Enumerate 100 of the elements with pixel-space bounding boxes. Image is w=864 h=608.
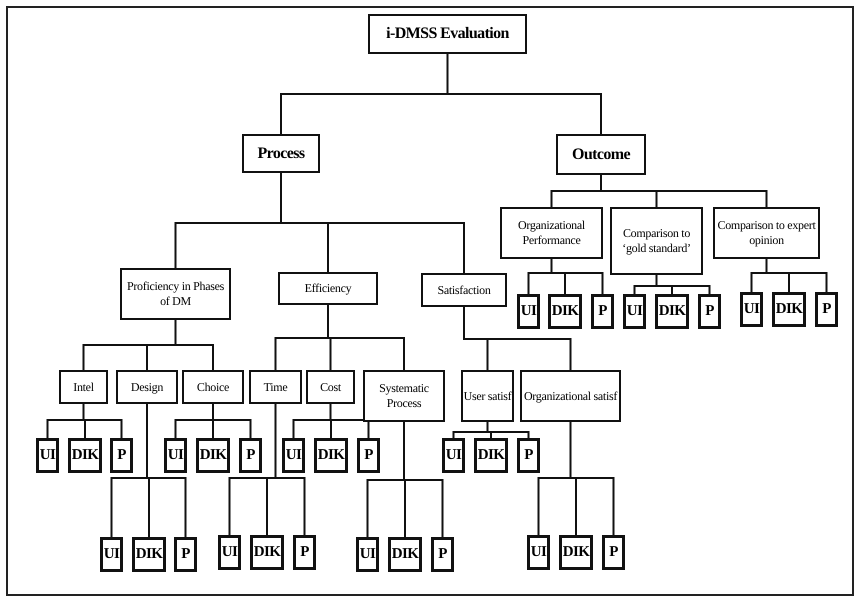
tree-node-box <box>100 537 123 572</box>
node-label: Comparison to expert opinion <box>716 218 817 248</box>
node-label: Comparison to ‘gold standard’ <box>621 226 692 256</box>
node-label: P <box>822 300 831 319</box>
node-label: UI <box>222 543 238 562</box>
node-label: DIK <box>552 302 578 321</box>
tree-node-box <box>602 535 625 570</box>
tree-node-box <box>356 537 379 572</box>
tree-node-box <box>314 438 348 473</box>
node-label: DIK <box>776 300 802 319</box>
node-label: Satisfaction <box>437 282 491 298</box>
tree-node-box <box>474 438 508 473</box>
tree-node-box <box>388 537 422 572</box>
tree-node-box <box>282 438 305 473</box>
connector-line <box>463 307 572 370</box>
node-label: DIK <box>478 446 504 465</box>
node-label: User satisf <box>464 388 512 404</box>
tree-node-box <box>278 272 378 305</box>
tree-node-box <box>500 207 603 259</box>
tree-node-box <box>520 370 621 422</box>
node-label: DIK <box>318 446 344 465</box>
tree-node-box <box>250 535 284 570</box>
node-label: DIK <box>254 543 280 562</box>
tree-node-box <box>120 268 231 320</box>
tree-node-box <box>36 438 59 473</box>
node-label: Cost <box>320 380 341 394</box>
tree-node-box <box>132 537 166 572</box>
node-label: Organizational Performance <box>517 218 586 248</box>
tree-node-box <box>357 438 380 473</box>
node-label: Design <box>130 380 164 394</box>
tree-node-box <box>591 294 614 329</box>
tree-node-box <box>655 294 689 329</box>
tree-node-box <box>182 370 244 404</box>
tree-node-box <box>421 273 507 307</box>
node-label: UI <box>104 545 120 564</box>
tree-node-box <box>556 134 646 175</box>
node-label: DIK <box>658 302 686 321</box>
node-label: DIK <box>200 446 226 465</box>
tree-node-box <box>306 370 355 404</box>
tree-node-box <box>548 294 582 329</box>
node-label: DIK <box>136 545 162 564</box>
node-label: UI <box>360 545 376 564</box>
tree-node-box <box>368 14 527 54</box>
node-label: UI <box>530 543 546 562</box>
connector-line <box>766 259 828 292</box>
node-label: UI <box>168 446 184 465</box>
connector-line <box>274 404 306 535</box>
node-label: UI <box>520 302 536 321</box>
tree-node-box <box>610 207 703 275</box>
connector-line <box>446 54 602 134</box>
tree-node-box <box>527 535 550 570</box>
node-label: UI <box>40 446 56 465</box>
node-label: Proficiency in Phases of DM <box>126 279 225 309</box>
tree-node-box <box>68 438 102 473</box>
node-label: DIK <box>72 446 98 465</box>
tree-node-box <box>713 207 820 259</box>
tree-node-box <box>239 438 262 473</box>
tree-node-box <box>174 537 197 572</box>
node-label: P <box>705 302 714 321</box>
node-label: UI <box>286 446 302 465</box>
tree-node-box <box>517 438 540 473</box>
tree-node-box <box>293 535 316 570</box>
node-label: P <box>181 545 190 564</box>
tree-node-box <box>110 438 133 473</box>
tree-node-box <box>517 294 540 329</box>
node-label: P <box>300 543 309 562</box>
node-label: Organizational satisf <box>524 388 618 404</box>
connector-line <box>280 173 465 273</box>
tree-node-box <box>461 370 514 422</box>
tree-node-box <box>164 438 187 473</box>
tree-node-box <box>116 370 178 404</box>
node-label: P <box>117 446 126 465</box>
node-label: UI <box>446 446 462 465</box>
tree-node-box <box>431 537 454 572</box>
tree-node-box <box>249 370 302 404</box>
tree-node-box <box>772 292 806 327</box>
tree-node-box <box>623 294 646 329</box>
tree-node-box <box>363 370 445 422</box>
tree-node-box <box>196 438 230 473</box>
node-label: Efficiency <box>304 281 352 296</box>
node-label: Process <box>257 144 305 164</box>
node-label: P <box>438 545 447 564</box>
node-label: DIK <box>392 545 418 564</box>
tree-node-box <box>242 134 320 173</box>
node-label: Intel <box>73 380 94 394</box>
node-label: P <box>598 302 607 321</box>
tree-node-box <box>442 438 465 473</box>
tree-node-box <box>59 370 108 404</box>
node-label: P <box>609 543 618 562</box>
node-label: UI <box>626 302 642 321</box>
tree-node-box <box>218 535 241 570</box>
node-label: P <box>364 446 373 465</box>
node-label: Outcome <box>572 144 630 164</box>
node-label: Systematic Process <box>378 381 430 411</box>
node-label: P <box>246 446 255 465</box>
tree-node-box <box>815 292 838 327</box>
tree-node-box <box>559 535 593 570</box>
tree-node-box <box>740 292 763 327</box>
node-label: UI <box>744 300 760 319</box>
node-label: Choice <box>196 380 230 394</box>
